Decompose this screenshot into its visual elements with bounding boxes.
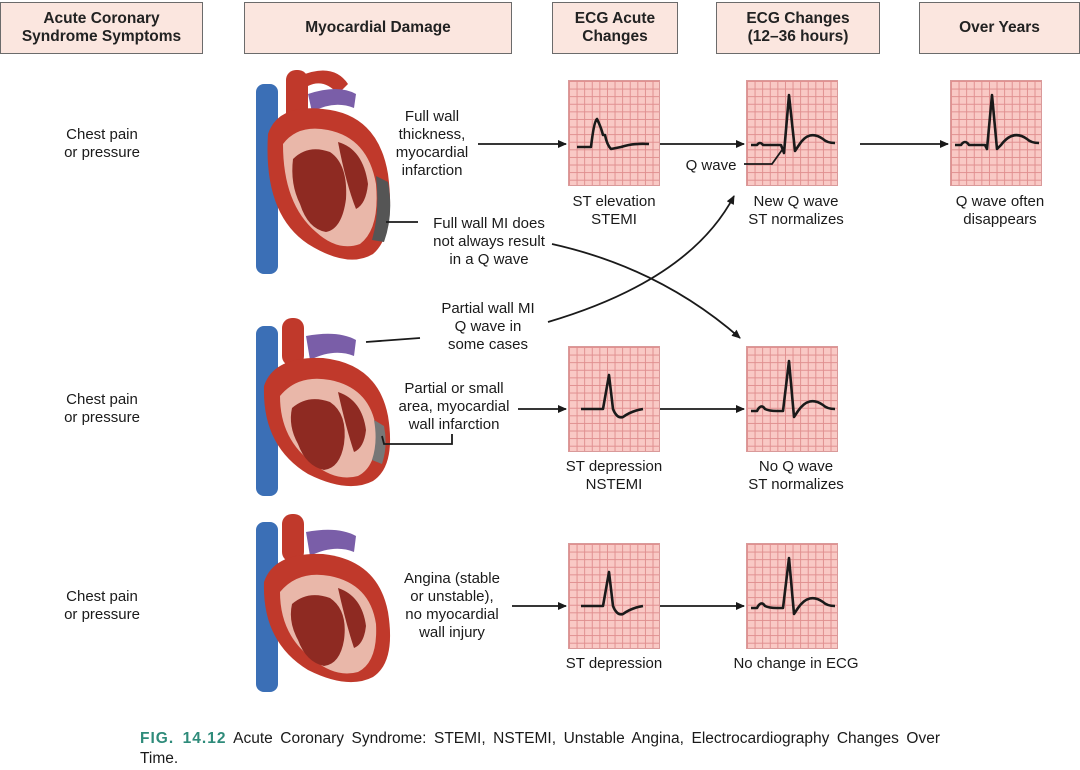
- symptom-row-1: Chest pain or pressure: [64, 126, 140, 161]
- figure-number: FIG. 14.12: [140, 730, 227, 747]
- header-ecg-changes: ECG Changes (12–36 hours): [716, 2, 880, 54]
- ecg-over-years: [950, 80, 1042, 186]
- leader-partial-top: [365, 337, 421, 343]
- ecg-st-elevation: [568, 80, 660, 186]
- label-q-wave: Q wave: [685, 157, 737, 174]
- symptom-row-2: Chest pain or pressure: [64, 391, 140, 426]
- label-partial-wall-infarction: Partial or small area, myocardial wall i…: [398, 380, 510, 433]
- label-angina: Angina (stable or unstable), no myocardi…: [404, 570, 500, 641]
- leader-partial-area: [381, 434, 453, 445]
- label-st-depression: ST depression: [565, 655, 663, 672]
- heart-partial-wall-infarction-icon: [256, 318, 391, 496]
- leader-q-wave: [744, 149, 783, 165]
- symptom-row-3: Chest pain or pressure: [64, 588, 140, 623]
- label-st-elevation-stemi: ST elevation STEMI: [572, 193, 656, 228]
- label-no-change-ecg: No change in ECG: [733, 655, 859, 672]
- ecg-st-depression-nstemi: [568, 346, 660, 452]
- heart-full-wall-infarction-icon: [256, 70, 391, 274]
- header-symptoms: Acute Coronary Syndrome Symptoms: [0, 2, 203, 54]
- label-st-depression-nstemi: ST depression NSTEMI: [565, 458, 663, 493]
- figure-caption-text: Acute Coronary Syndrome: STEMI, NSTEMI, …: [140, 730, 941, 767]
- note-partial-wall-q-wave: Partial wall MI Q wave in some cases: [441, 300, 535, 353]
- figure-caption: FIG. 14.12 Acute Coronary Syndrome: STEM…: [140, 729, 940, 769]
- ecg-new-q-wave: [746, 80, 838, 186]
- heart-angina-icon: [256, 514, 391, 692]
- ecg-st-depression-angina: [568, 543, 660, 649]
- label-new-q-wave: New Q wave ST normalizes: [748, 193, 844, 228]
- ecg-no-change: [746, 543, 838, 649]
- header-ecg-acute: ECG Acute Changes: [552, 2, 678, 54]
- label-no-q-wave: No Q wave ST normalizes: [748, 458, 844, 493]
- note-full-wall-no-q-wave: Full wall MI does not always result in a…: [433, 215, 545, 268]
- label-full-wall-infarction: Full wall thickness, myocardial infarcti…: [395, 108, 469, 179]
- header-over-years: Over Years: [919, 2, 1080, 54]
- label-q-wave-disappears: Q wave often disappears: [955, 193, 1045, 228]
- arrow-full-wall-to-no-q: [551, 243, 741, 339]
- header-myocardial-damage: Myocardial Damage: [244, 2, 512, 54]
- ecg-no-q-wave: [746, 346, 838, 452]
- arrow-partial-to-new-q: [547, 195, 735, 323]
